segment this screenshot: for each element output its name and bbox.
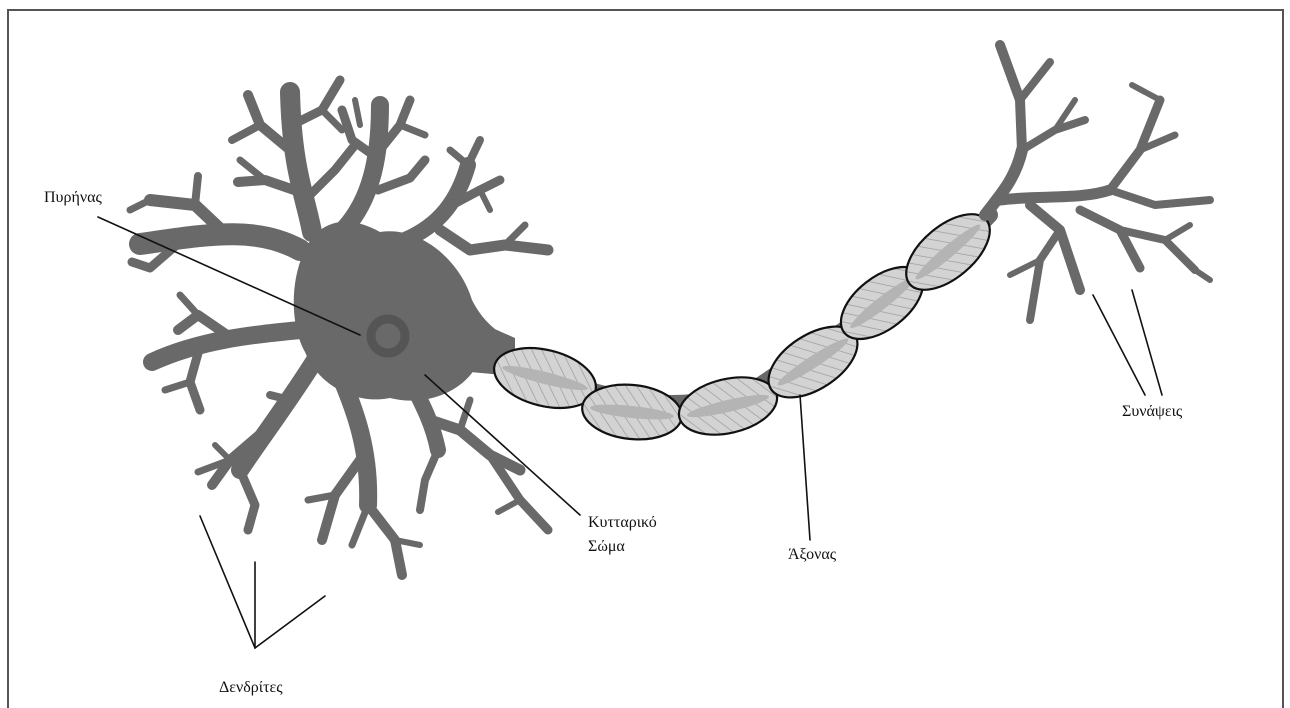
nucleus-label: Πυρήνας <box>44 189 102 206</box>
cell-body-label-line1: Κυτταρικό <box>588 514 657 531</box>
dendrites-label: Δενδρίτες <box>219 679 283 696</box>
axon-leader <box>800 395 810 540</box>
myelin-sheath <box>488 200 1003 444</box>
synapses-label: Συνάψεις <box>1122 403 1183 420</box>
axon-label: Άξονας <box>788 546 837 563</box>
axon-terminals <box>985 45 1210 320</box>
cell-body-label-line2: Σώμα <box>588 538 625 555</box>
dendrites-leaders <box>200 516 325 648</box>
